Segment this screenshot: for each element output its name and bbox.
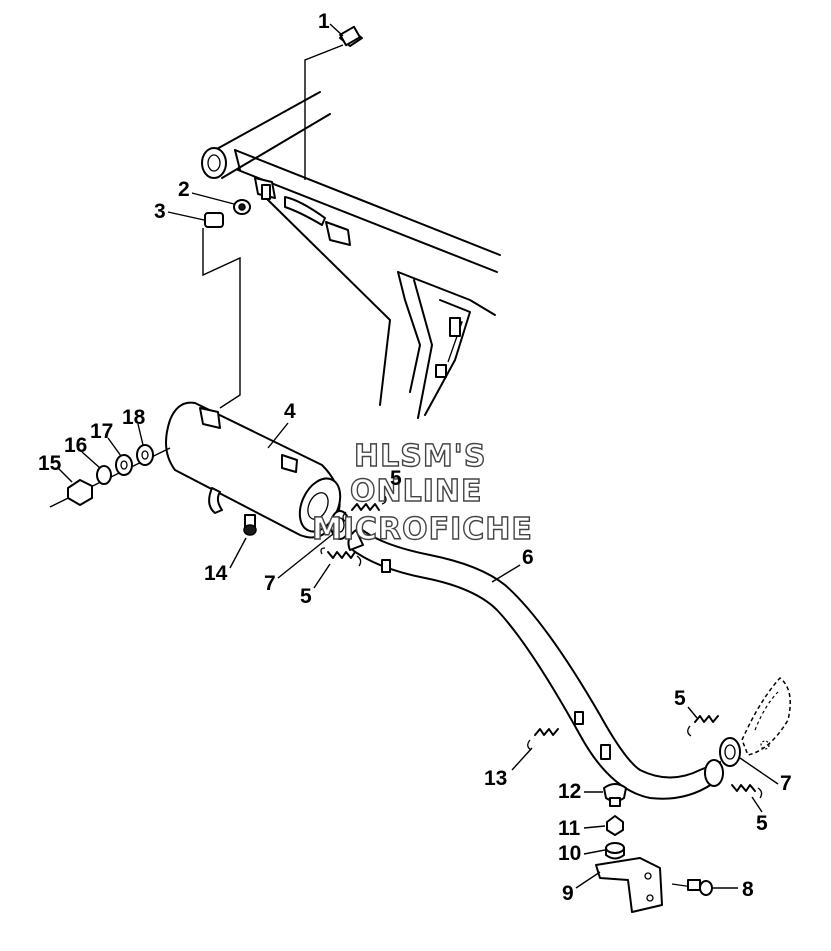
callout-16: 16 (64, 434, 87, 457)
callout-4: 4 (284, 400, 296, 423)
spring-part-5-upper (342, 495, 387, 523)
watermark-line-3: MICROFICHE (312, 512, 533, 547)
callout-5-right-upper: 5 (674, 687, 686, 710)
callout-5-upper: 5 (390, 467, 402, 490)
callout-18: 18 (122, 406, 146, 429)
gasket-part-7-left (330, 510, 350, 540)
grommet-part-18 (136, 444, 154, 466)
nut-part-11 (606, 815, 624, 836)
watermark: HLSM'S ONLINE MICROFICHE (311, 438, 533, 547)
callout-15: 15 (38, 452, 62, 475)
grommet-part-2 (233, 199, 251, 215)
callout-7-left: 7 (264, 572, 276, 595)
screw-part-14 (243, 514, 257, 536)
bolt-part-8 (671, 879, 713, 896)
callout-5-right-lower: 5 (756, 812, 768, 835)
spacer-part-3 (204, 212, 224, 228)
callout-9: 9 (562, 882, 574, 905)
rubber-mount-part-12 (603, 783, 627, 807)
callouts: 1 2 3 4 5 6 7 5 14 15 16 17 18 5 7 5 13 (38, 10, 792, 905)
spring-part-5-right-lower (731, 784, 763, 799)
callout-8: 8 (742, 878, 754, 901)
mount-hardware (49, 444, 171, 508)
bracket-part-9 (595, 857, 663, 913)
spring-part-5-lower (320, 547, 362, 567)
callout-13: 13 (484, 767, 507, 790)
callout-14: 14 (204, 562, 228, 585)
washer-part-16 (96, 465, 112, 485)
callout-6: 6 (522, 546, 534, 569)
gasket-part-7-right (719, 737, 741, 767)
callout-1: 1 (318, 10, 330, 33)
callout-7-right: 7 (780, 772, 792, 795)
exhaust-pipe-part-6 (347, 527, 724, 800)
callout-17: 17 (90, 420, 113, 443)
watermark-line-1: HLSM'S (354, 439, 486, 474)
callout-10: 10 (558, 842, 581, 865)
spring-part-13 (527, 728, 559, 751)
callout-5-lower: 5 (300, 585, 312, 608)
nut-part-15 (67, 479, 93, 506)
callout-11: 11 (558, 817, 581, 840)
muffler-part-4 (165, 401, 342, 539)
callout-3: 3 (154, 200, 166, 223)
watermark-line-2: ONLINE (350, 474, 483, 509)
callout-12: 12 (558, 780, 581, 803)
washer-part-17 (115, 454, 133, 476)
bolt-part-1 (304, 25, 363, 180)
spring-part-5-right-upper (687, 715, 719, 737)
callout-2: 2 (178, 178, 190, 201)
cylinder-head-outline (741, 676, 791, 756)
frame-assembly (201, 91, 501, 419)
bushing-part-10 (605, 842, 625, 860)
